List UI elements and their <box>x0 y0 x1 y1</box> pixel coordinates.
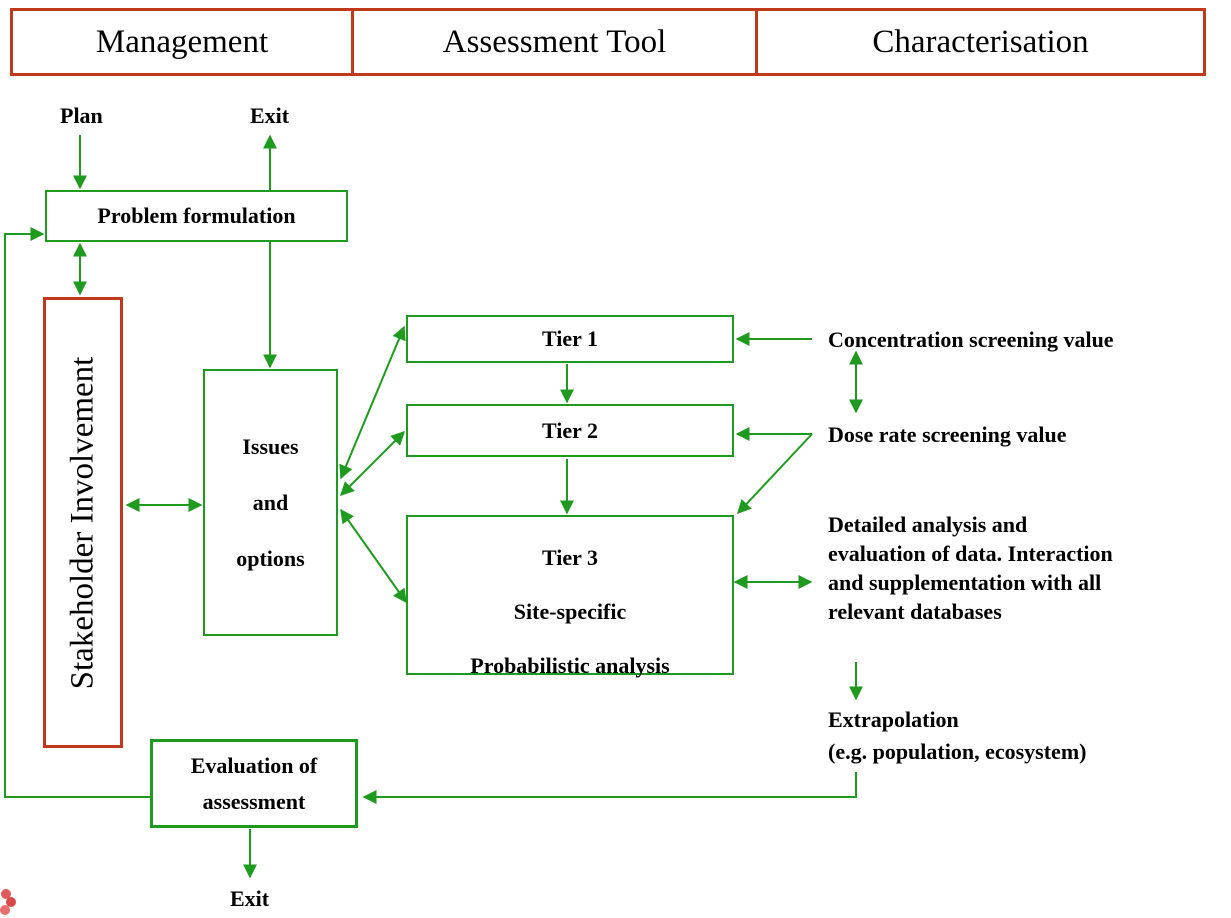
tier3-line3: Probabilistic analysis <box>470 653 670 678</box>
header-management-label: Management <box>95 23 269 60</box>
evaluation-line1: Evaluation of <box>190 752 318 778</box>
stakeholder-involvement-box: Stakeholder Involvement <box>43 297 123 748</box>
tier3-box: Tier 3 Site-specific Probabilistic analy… <box>406 515 734 678</box>
header-assessment-tool-label: Assessment Tool <box>442 23 667 60</box>
detailed-line3: and supplementation with all <box>828 570 1102 595</box>
arrow-dose-to-tier3 <box>737 433 813 515</box>
tier2-box: Tier 2 <box>406 404 734 457</box>
feedback-loop-line <box>4 227 150 798</box>
detailed-line1: Detailed analysis and <box>828 512 1028 537</box>
dose-rate-screening-label: Dose rate screening value <box>828 422 1067 447</box>
tier3-line1: Tier 3 <box>541 545 599 570</box>
header-assessment-tool: Assessment Tool <box>351 8 758 76</box>
stakeholder-involvement-label: Stakeholder Involvement <box>64 356 101 689</box>
extrapolation-line2: (e.g. population, ecosystem) <box>828 739 1087 764</box>
exit-top-label: Exit <box>250 103 290 128</box>
arrow-issues-tier1 <box>339 325 406 480</box>
concentration-screening-label: Concentration screening value <box>828 327 1114 352</box>
issues-line3: options <box>236 545 305 571</box>
issues-and-options-box: Issues and options <box>203 369 338 636</box>
plan-label: Plan <box>60 103 103 128</box>
logo-fragment-icon <box>0 889 16 915</box>
detailed-line4: relevant databases <box>828 599 1002 624</box>
arrow-issues-tier3 <box>340 508 407 604</box>
header-characterisation: Characterisation <box>755 8 1206 76</box>
extrapolation-text: Extrapolation (e.g. population, ecosyste… <box>828 704 1086 768</box>
arrow-issues-tier2 <box>340 431 405 496</box>
tier2-label: Tier 2 <box>541 417 599 443</box>
issues-line2: and <box>252 489 289 515</box>
tier1-box: Tier 1 <box>406 315 734 363</box>
problem-formulation-box: Problem formulation <box>45 190 348 242</box>
header-management: Management <box>10 8 354 76</box>
evaluation-box: Evaluation of assessment <box>150 739 358 828</box>
detailed-analysis-text: Detailed analysis and evaluation of data… <box>828 510 1113 626</box>
tier3-line2: Site-specific <box>513 599 627 624</box>
header-characterisation-label: Characterisation <box>872 23 1089 60</box>
extrapolation-line1: Extrapolation <box>828 707 959 732</box>
evaluation-line2: assessment <box>202 788 306 814</box>
tier1-label: Tier 1 <box>541 326 599 351</box>
issues-line1: Issues <box>242 433 299 459</box>
detailed-line2: evaluation of data. Interaction <box>828 541 1113 566</box>
problem-formulation-label: Problem formulation <box>97 203 296 228</box>
exit-bottom-label: Exit <box>230 886 270 911</box>
arrow-extrapolation-to-evaluation <box>362 772 857 804</box>
